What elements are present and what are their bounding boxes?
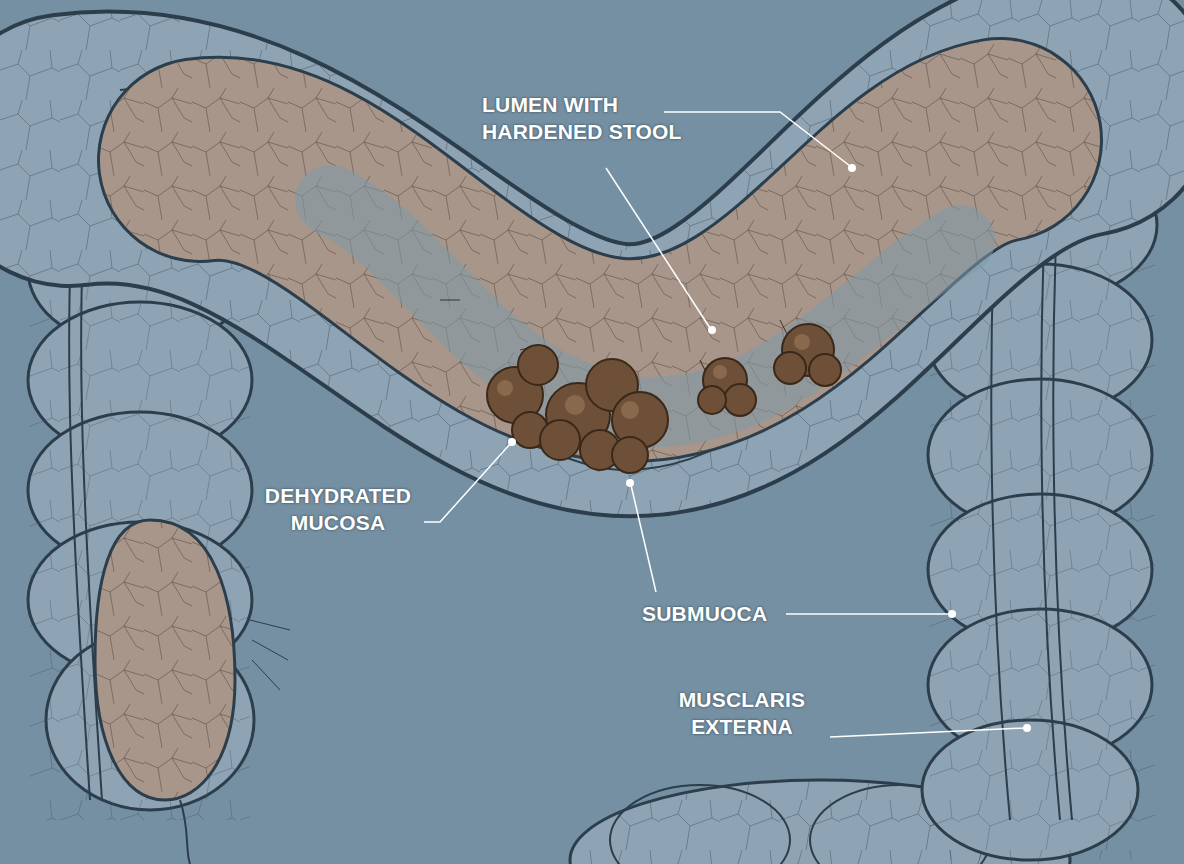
transverse-colon [70, 50, 1080, 470]
mucosa-label: DEHYDRATED MUCOSA [258, 483, 418, 536]
leader-line [424, 112, 1025, 737]
leader-dot [508, 164, 1031, 732]
muscularis-label: MUSCLARIS EXTERNA [662, 687, 822, 740]
hardened-stool [487, 324, 841, 473]
lumen-label: LUMEN WITH HARDENED STOOL [482, 92, 712, 145]
submucosa-label: SUBMUOCA [642, 601, 792, 628]
